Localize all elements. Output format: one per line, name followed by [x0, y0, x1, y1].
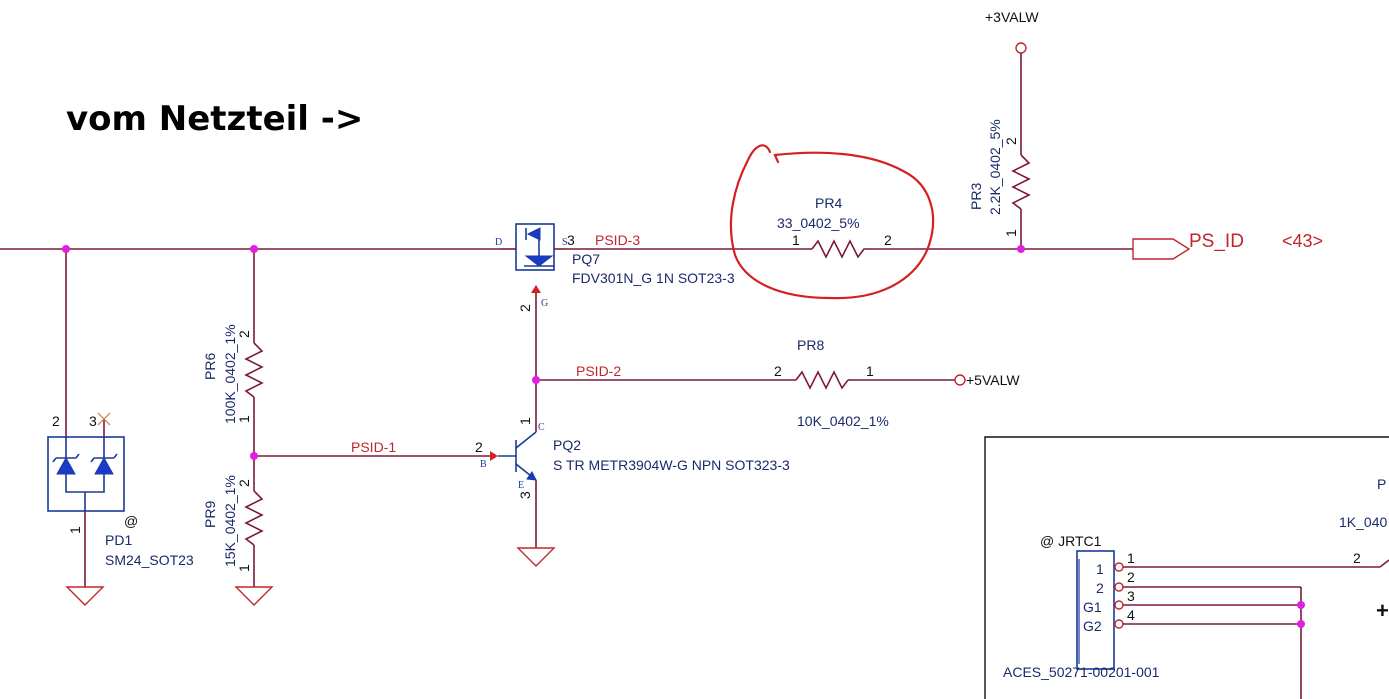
pq2-pin-e: E	[518, 480, 524, 491]
pq7-mosfet	[500, 223, 566, 380]
annotation-text: vom Netzteil ->	[66, 99, 363, 139]
ps-id-port-ref: <43>	[1282, 231, 1323, 251]
pq2-pin-b: B	[480, 459, 487, 470]
v5-rail-connector	[954, 374, 966, 386]
pq2-ref: PQ2	[553, 437, 581, 453]
offpage-value: 1K_040	[1339, 514, 1387, 530]
pd1-pin1: 1	[67, 526, 83, 534]
pr8-ref: PR8	[797, 337, 824, 353]
pr9-value: 15K_0402_1%	[222, 475, 238, 567]
pr6-value: 100K_0402_1%	[222, 324, 238, 424]
pr4-pin-left: 1	[792, 232, 800, 248]
pd1-pin2: 2	[52, 413, 60, 429]
pq7-ref: PQ7	[572, 251, 600, 267]
pr9-resistor	[234, 490, 274, 606]
pr4-resistor	[811, 239, 872, 259]
pr8-pin-right: 1	[866, 363, 874, 379]
junction-jrtc-g1	[1297, 601, 1305, 609]
pq2-pin-c: C	[538, 422, 545, 433]
jrtc1-ref: @ JRTC1	[1040, 533, 1102, 549]
pq7-pin-d: D	[495, 237, 502, 248]
highlight-circle	[729, 144, 935, 300]
ps-id-port-label: PS_ID	[1189, 231, 1244, 252]
pr6-ref: PR6	[202, 353, 218, 380]
offpage-pin2: 2	[1353, 550, 1361, 566]
pd1-value: SM24_SOT23	[105, 552, 194, 568]
pq7-value: FDV301N_G 1N SOT23-3	[572, 270, 735, 286]
pq2-value: S TR METR3904W-G NPN SOT323-3	[553, 457, 790, 473]
pq2-transistor	[498, 380, 556, 567]
offpage-ref: P	[1377, 476, 1386, 492]
pr8-value: 10K_0402_1%	[797, 413, 889, 429]
jrtc1-connector	[1076, 550, 1389, 699]
junction-pr3	[1017, 245, 1025, 253]
pq2-pin-c-num: 1	[517, 417, 533, 425]
pr6-pin-bottom: 1	[236, 415, 252, 423]
pq7-pin2: 2	[517, 304, 533, 312]
junction-pr6-top	[250, 245, 258, 253]
jrtc1-inner-g1: G1	[1083, 599, 1102, 615]
pq2-pin-e-num: 3	[517, 491, 533, 499]
jrtc1-inner-2: 2	[1096, 580, 1104, 596]
ps-id-port-flag	[1132, 238, 1191, 260]
pr4-value: 33_0402_5%	[777, 215, 860, 231]
pr9-ref: PR9	[202, 501, 218, 528]
pr3-ref: PR3	[968, 183, 984, 210]
pr3-pin-top: 2	[1003, 137, 1019, 145]
junction-psid2	[532, 376, 540, 384]
pd1-diode	[47, 249, 125, 606]
rtc-sheet-border	[984, 436, 1389, 699]
offpage-plus: +	[1376, 598, 1389, 623]
pq7-pin3: 3	[567, 232, 575, 248]
pr8-pin-left: 2	[774, 363, 782, 379]
psid3-label: PSID-3	[595, 232, 640, 248]
pq7-pin-s: S	[562, 237, 568, 248]
pr3-value: 2.2K_0402_5%	[987, 119, 1003, 215]
pr3-resistor	[1011, 42, 1031, 249]
pd1-ref: PD1	[105, 532, 132, 548]
pr8-resistor	[795, 370, 849, 390]
psid1-label: PSID-1	[351, 439, 396, 455]
pq7-pin-g: G	[541, 298, 548, 309]
pr4-ref: PR4	[815, 195, 842, 211]
jrtc1-inner-g2: G2	[1083, 618, 1102, 634]
jrtc1-outer-4: 4	[1127, 607, 1135, 623]
jrtc1-inner-1: 1	[1096, 561, 1104, 577]
v3-rail-label: +3VALW	[985, 9, 1039, 25]
pq2-base-arrow	[490, 451, 498, 461]
psid2-label: PSID-2	[576, 363, 621, 379]
pd1-pin3: 3	[89, 413, 97, 429]
junction-pd1	[62, 245, 70, 253]
jrtc1-outer-2: 2	[1127, 569, 1135, 585]
pr3-pin-bottom: 1	[1003, 229, 1019, 237]
pd1-at: @	[124, 513, 138, 529]
pr6-resistor	[244, 249, 264, 491]
pr4-pin-right: 2	[884, 232, 892, 248]
pr9-pin-top: 2	[236, 479, 252, 487]
pq2-pin-b-num: 2	[475, 439, 483, 455]
junction-jrtc-g2	[1297, 620, 1305, 628]
v5-rail-label: +5VALW	[966, 372, 1020, 388]
junction-divider	[250, 452, 258, 460]
jrtc1-outer-3: 3	[1127, 588, 1135, 604]
jrtc1-outer-1: 1	[1127, 550, 1135, 566]
pr9-pin-bottom: 1	[236, 564, 252, 572]
pr6-pin-top: 2	[236, 330, 252, 338]
jrtc1-value: ACES_50271-00201-001	[1003, 664, 1160, 680]
